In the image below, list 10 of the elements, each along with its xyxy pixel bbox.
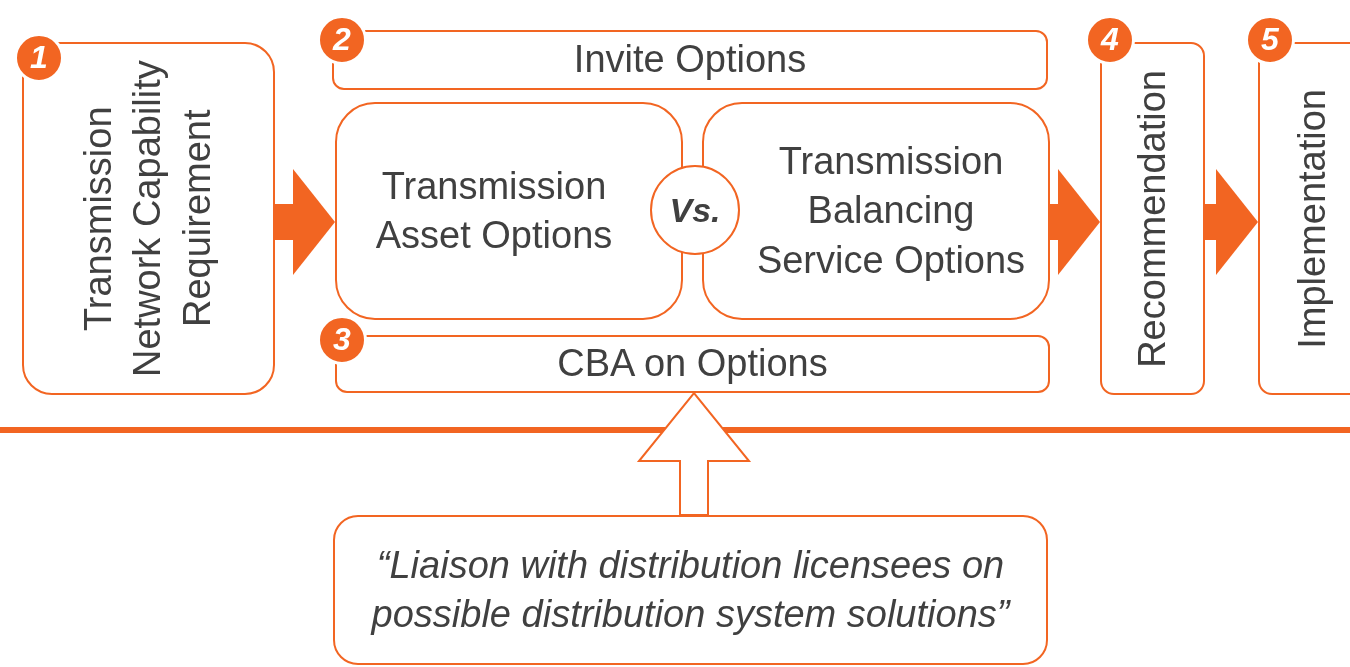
note-box: “Liaison with distribution licensees on possible distribution system solutions” — [333, 515, 1048, 665]
block-arrow — [1050, 169, 1100, 275]
hollow-block-arrow — [636, 391, 752, 516]
step-number-badge: 5 — [1245, 15, 1295, 65]
step-number-badge: 2 — [317, 15, 367, 65]
step-number-badge: 1 — [14, 33, 64, 83]
step-number-badge: 3 — [317, 315, 367, 365]
step-number-badge: 4 — [1085, 15, 1135, 65]
block-arrow — [275, 169, 335, 275]
block-arrow — [1205, 169, 1258, 275]
